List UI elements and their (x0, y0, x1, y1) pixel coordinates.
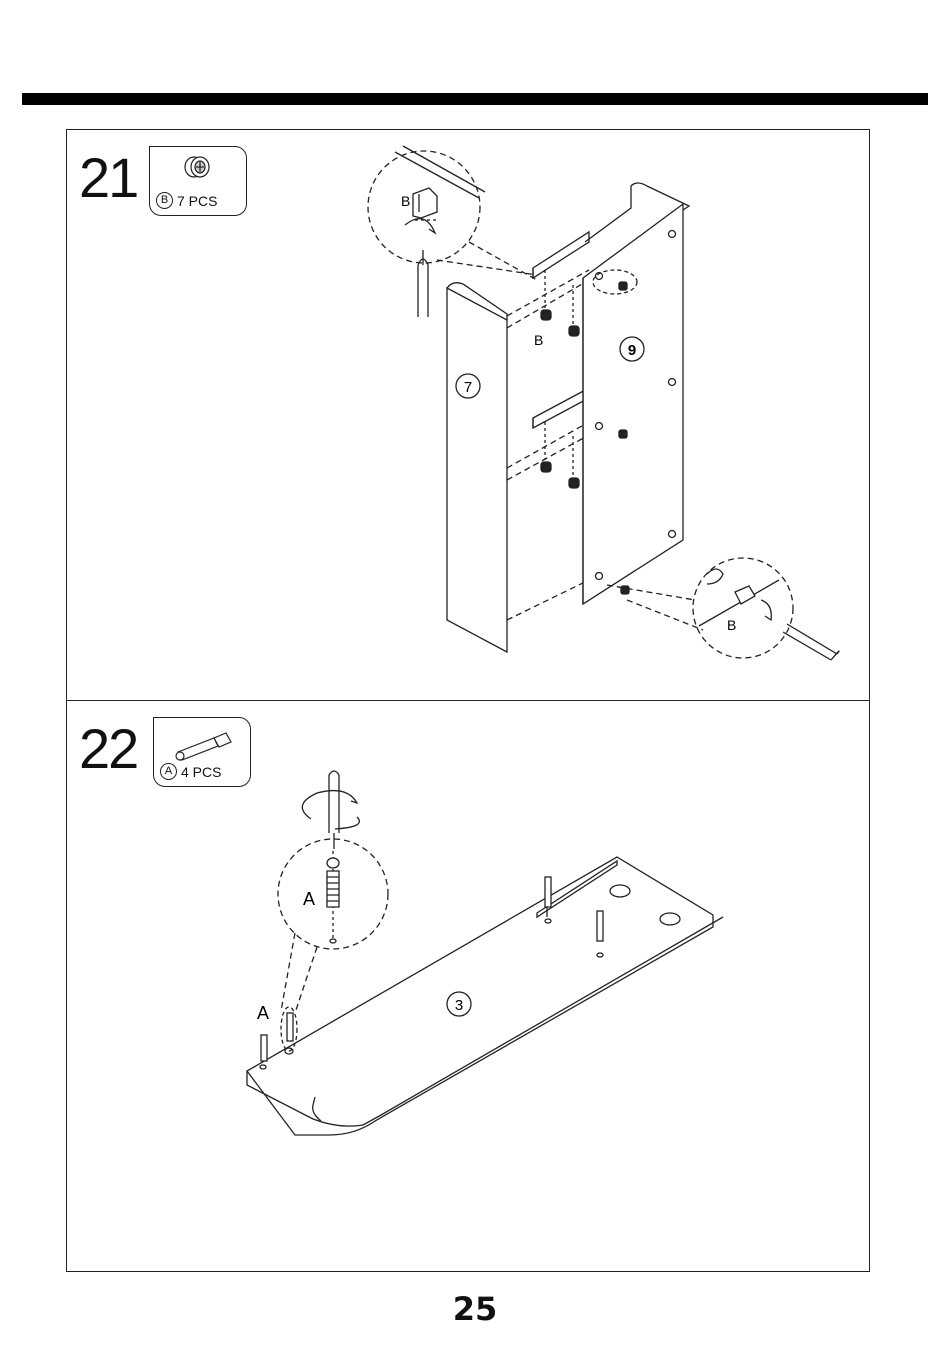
step-22-panel: 22 A 4 PCS (66, 700, 870, 1272)
cam-zoom-label: B (401, 193, 410, 209)
bolt-zoom-label: A (303, 889, 315, 909)
page-number: 25 (0, 1290, 950, 1328)
bolt-label: A (257, 1003, 269, 1023)
step-22-illustration: 3 A A (67, 701, 871, 1273)
panel-7-label: 7 (464, 379, 472, 396)
step-21-panel: 21 B 7 PCS (66, 129, 870, 701)
header-bar (22, 93, 928, 105)
board-3-label: 3 (455, 997, 463, 1014)
step-21-illustration: 7 9 B B B (67, 130, 871, 702)
panel-9-label: 9 (628, 342, 636, 359)
cam-label: B (534, 332, 543, 348)
cam-side-zoom-label: B (727, 617, 736, 633)
